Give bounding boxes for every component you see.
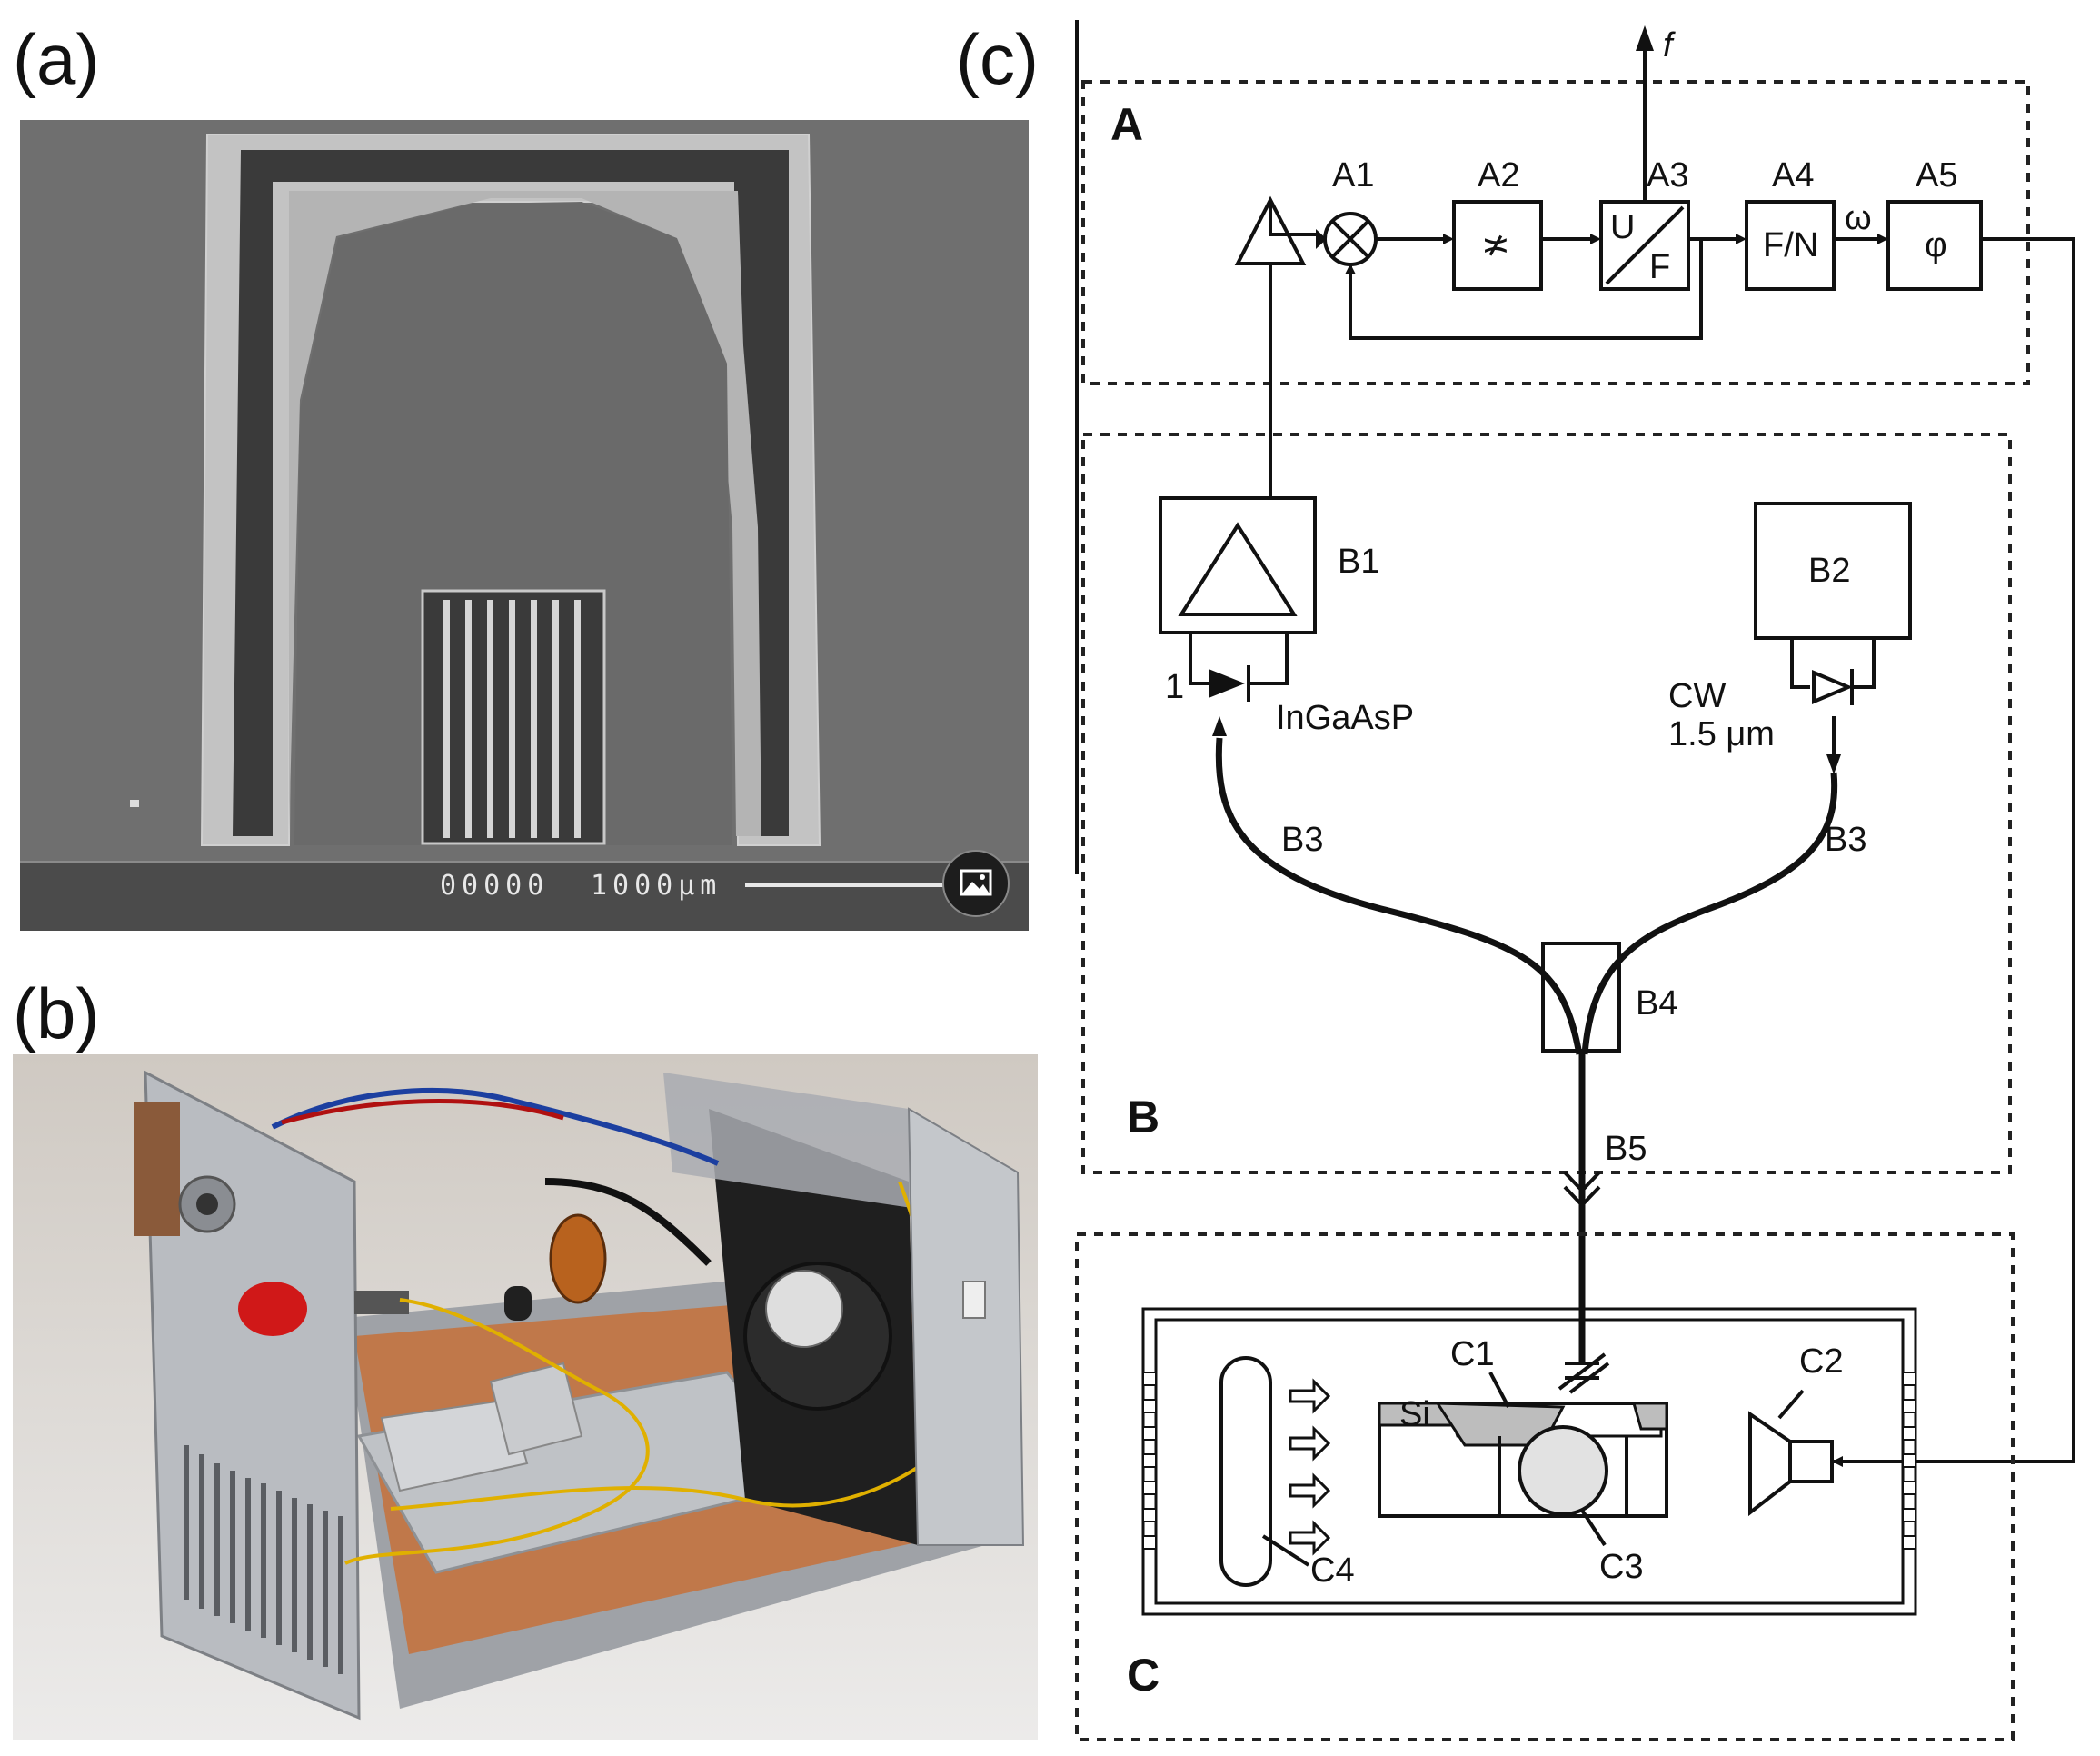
laser-mode: CW — [1668, 677, 1726, 715]
heat-flow-arrows — [1289, 1378, 1331, 1556]
panel-a-label: (a) — [13, 19, 99, 99]
label-c4: C4 — [1310, 1551, 1355, 1590]
panel-b: (b) — [13, 973, 1038, 1740]
label-b2: B2 — [1808, 552, 1850, 590]
optical-fiber — [344, 1298, 650, 1565]
label-b5: B5 — [1605, 1130, 1647, 1168]
section-c-label: C — [1127, 1650, 1159, 1701]
panel-c: (c) A A1 ≭ A2 U F A3 — [956, 19, 2075, 1741]
label-a3: A3 — [1647, 156, 1688, 195]
label-b3-right: B3 — [1825, 821, 1866, 859]
sem-info-bar — [20, 862, 1029, 931]
photodiode-icon — [1209, 669, 1245, 698]
label-c1: C1 — [1450, 1335, 1495, 1373]
ball-c3 — [1518, 1425, 1608, 1516]
block-a2 — [1452, 200, 1543, 291]
section-b-border — [1081, 433, 2012, 1174]
label-a4: A4 — [1772, 156, 1814, 195]
omega-label: ω — [1845, 199, 1872, 237]
front-panel — [144, 1070, 361, 1721]
mixer-a1 — [1323, 212, 1378, 266]
fan-sticker — [765, 1270, 843, 1348]
speaker-c2 — [1748, 1411, 1834, 1517]
label-a1: A1 — [1332, 156, 1374, 195]
label-b3-left: B3 — [1281, 821, 1323, 859]
sensor-housing — [1141, 1307, 1917, 1616]
label-a2: A2 — [1478, 156, 1519, 195]
section-a-border — [1081, 80, 2030, 385]
sem-counter: 00000 — [440, 870, 549, 902]
a4-inner-label: F/N — [1763, 226, 1818, 264]
label-c2: C2 — [1799, 1342, 1844, 1381]
panel-a: (a) — [13, 19, 1029, 931]
block-a5 — [1886, 200, 1983, 291]
sem-membrane — [289, 191, 761, 836]
section-a: A A1 ≭ A2 U F A3 F/N A4 — [1081, 25, 2075, 1467]
laser-diode-icon — [1812, 669, 1854, 705]
sem-micrograph: 00000 1000μm — [20, 120, 1029, 931]
section-b: B B1 1 InGaAsP B2 CW 1.5 μm — [1081, 264, 2012, 1363]
fiber-connector-symbol — [1563, 1171, 1601, 1208]
sem-comb — [421, 589, 606, 845]
label-b1: B1 — [1338, 543, 1379, 581]
section-c-border — [1075, 1232, 2015, 1741]
device-photo — [13, 1054, 1038, 1740]
label-c3: C3 — [1599, 1548, 1644, 1586]
a2-symbol: ≭ — [1481, 226, 1510, 264]
sem-scale-label: 1000μm — [591, 870, 722, 902]
label-b4: B4 — [1636, 984, 1677, 1023]
detector-material: InGaAsP — [1276, 699, 1414, 737]
panel-c-label: (c) — [956, 19, 1039, 99]
sensor-chip-c1: Si — [1378, 1395, 1668, 1518]
fiber-connector — [354, 1291, 409, 1314]
a3-top-label: U — [1610, 208, 1635, 246]
panel-b-label: (b) — [13, 973, 99, 1053]
a5-inner-label: φ — [1925, 226, 1947, 264]
heater-c4 — [1219, 1356, 1272, 1587]
section-c: C — [1075, 1232, 2015, 1741]
label-a5: A5 — [1916, 156, 1957, 195]
red-button — [238, 1282, 307, 1336]
image-icon[interactable] — [942, 850, 1010, 917]
connector-bracket — [134, 1102, 180, 1236]
fiber-b3-right — [1581, 772, 1838, 1055]
coupler-b4 — [1541, 942, 1621, 1053]
a3-bottom-label: F — [1649, 248, 1670, 286]
section-b-label: B — [1127, 1092, 1159, 1142]
detector-index: 1 — [1165, 668, 1184, 706]
laser-wavelength: 1.5 μm — [1668, 715, 1775, 753]
fiber-tip — [1558, 1352, 1610, 1394]
f-output-label: f — [1663, 26, 1676, 65]
block-b2 — [1754, 502, 1912, 640]
b1-amplifier-icon — [1178, 522, 1298, 616]
sem-paddle — [294, 202, 732, 845]
fiber-b3-left — [1215, 737, 1583, 1055]
inductor-coil — [549, 1213, 607, 1304]
si-label: Si — [1399, 1395, 1430, 1433]
block-a4 — [1745, 200, 1836, 291]
section-a-label: A — [1110, 99, 1143, 150]
